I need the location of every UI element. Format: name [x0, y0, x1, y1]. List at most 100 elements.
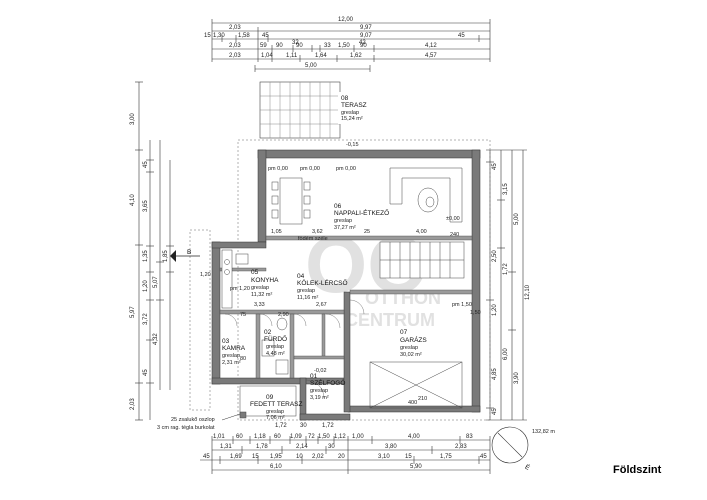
room-03-floor: greslap: [222, 353, 240, 359]
right-dimension-labels: 45 3,15 1,72 6,00 5,00 3,90 12,10 4,85 2…: [492, 163, 531, 415]
left-dimension-chains: [135, 81, 174, 421]
dim-bot-r4-0: 6,10: [270, 464, 282, 470]
column-note-leader: [221, 413, 241, 421]
dim-bot-r1-3: 60: [274, 434, 281, 440]
dim-bot-r1-7: 1,12: [334, 434, 346, 440]
dim-right-o3: 4,85: [492, 368, 498, 380]
room-09-floor: greslap: [266, 409, 284, 415]
room-09-name: FEDETT TERASZ: [250, 401, 303, 408]
room-08-floor: greslap: [341, 110, 359, 116]
dim-bot-r3-5: 2,02: [312, 454, 324, 460]
dim-bot-r3-9: 1,75: [440, 454, 452, 460]
plan-annotations: pm 0,00 pm 0,00 pm 0,00 -0,15 ±0,00 födé…: [157, 142, 481, 431]
dim-bot-r3-3: 1,95: [270, 454, 282, 460]
dim-bot-r3-1: 1,69: [230, 454, 242, 460]
dim-1-50: 1,50: [470, 310, 481, 316]
dim-top-r2-a: 2,03: [229, 25, 241, 31]
room-06-floor: greslap: [334, 218, 352, 224]
dim-left-m4: 3,72: [143, 313, 149, 325]
dim-top-r4-c: 90: [276, 43, 283, 49]
room-01-area: 3,19 m²: [310, 395, 329, 401]
dim-right-m3: 6,00: [503, 348, 509, 360]
dim-bot-r3-7: 3,10: [378, 454, 390, 460]
dim-80: 80: [240, 356, 246, 362]
door-swings: [224, 299, 365, 399]
dim-top-r2-b: 9,97: [360, 25, 372, 31]
dim-right-i3: 45: [492, 408, 498, 415]
dim-top-r5-d: 1,64: [315, 53, 327, 59]
dim-bot-r1-6: 1,50: [318, 434, 330, 440]
dim-2-67: 2,67: [316, 302, 327, 308]
dim-right-o2: 3,90: [514, 372, 520, 384]
room-04-num: 04: [297, 273, 305, 280]
room-06-area: 37,27 m²: [334, 225, 356, 231]
room-02-num: 02: [264, 329, 272, 336]
sheet-title: Földszint: [613, 464, 662, 476]
room-04-floor: greslap: [297, 288, 315, 294]
dim-bot-r1-4: 1,09: [290, 434, 302, 440]
floor-edge-label: födém széle: [298, 236, 328, 242]
dim-bot-r2-3: 30: [328, 444, 335, 450]
exterior-walls: [211, 149, 481, 421]
dim-bot-r3-8: 15: [405, 454, 412, 460]
dim-left-m1: 3,65: [143, 200, 149, 212]
dim-bot-r4-1: 5,90: [410, 464, 422, 470]
level-zero: ±0,00: [446, 216, 460, 222]
room-04-name: KÖLEK-LÉRCSŐ: [297, 278, 348, 287]
room-03-name: KAMRA: [222, 345, 246, 352]
dim-pm-1-20: pm 1,20: [230, 286, 250, 292]
room-03-num: 03: [222, 338, 230, 345]
dim-210: 210: [418, 396, 427, 402]
bathroom-fixtures: [261, 317, 289, 375]
dim-1-20: 1,20: [200, 272, 211, 278]
dim-bot-r3-4: 10: [296, 454, 303, 460]
room-08-area: 15,24 m²: [341, 116, 363, 122]
room-labels: 06 NAPPALI-ÉTKEZŐ greslap 37,27 m² 05 KO…: [222, 203, 427, 421]
dim-right-o0: 12,10: [525, 284, 531, 300]
dim-top-r6: 5,00: [305, 63, 317, 69]
dim-2-90: 2,90: [278, 312, 289, 318]
bottom-dimension-labels: 1,01 60 1,18 60 1,09 72 1,50 1,12 1,00 4…: [203, 423, 487, 470]
dim-top-r4-b: 59: [260, 43, 267, 49]
dim-75: 75: [240, 312, 246, 318]
room-05-area: 11,32 m²: [251, 292, 272, 298]
dim-bot-r2-2: 2,14: [296, 444, 308, 450]
dim-top-r4-e: 33: [324, 43, 331, 49]
dim-top-r3-e: 9,07: [360, 33, 372, 39]
kitchen-counter: [221, 249, 249, 309]
dim-left-m3: 1,20: [143, 280, 149, 292]
dim-left-d: 2,03: [130, 398, 136, 410]
room-02-area: 4,48 m²: [266, 351, 285, 357]
dim-left-i1: 5,07: [153, 276, 159, 288]
column-note-1: 25 zsalukő oszlop: [171, 417, 215, 423]
room-07-area: 30,02 m²: [400, 352, 422, 358]
dim-top-r4-g: 90: [360, 43, 367, 49]
interior-walls: [219, 235, 473, 379]
column-note-2: 3 cm rag. tégla burkolat: [157, 425, 215, 431]
dim-top-r3-a: 15: [204, 33, 211, 39]
dim-bot-r2-1: 1,78: [256, 444, 268, 450]
dim-bot-r1-1: 60: [236, 434, 243, 440]
room-05-name: KONYHA: [251, 277, 279, 284]
dim-bot-r2-4: 3,80: [385, 444, 397, 450]
dim-top-r5-a: 2,03: [229, 53, 241, 59]
room-07-num: 07: [400, 329, 408, 336]
dim-bot-r3-2: 15: [252, 454, 259, 460]
terrace-08: 08 TERASZ greslap 15,24 m²: [259, 81, 372, 139]
dim-top-small-b: 42: [359, 40, 366, 46]
room-01-floor: greslap: [310, 388, 328, 394]
room-08-name: TERASZ: [341, 102, 367, 109]
room-06-num: 06: [334, 203, 342, 210]
bottom-dimension-chains: [200, 436, 491, 474]
room-08-num: 08: [341, 95, 349, 102]
dim-top-r4-d: 90: [296, 43, 303, 49]
room-02-floor: greslap: [266, 344, 284, 350]
dim-bot-r3-0: 45: [203, 454, 210, 460]
pm-label-1: pm 0,00: [268, 166, 288, 172]
room-05-num: 05: [251, 269, 259, 276]
level-entry: -0,02: [314, 368, 327, 374]
dim-left-m5: 45: [143, 369, 149, 376]
top-dimension-labels: 12,00 2,03 9,97 15 1,30 1,58 45 9,07 45 …: [204, 17, 465, 69]
dim-bot-r1-10: 83: [466, 434, 473, 440]
